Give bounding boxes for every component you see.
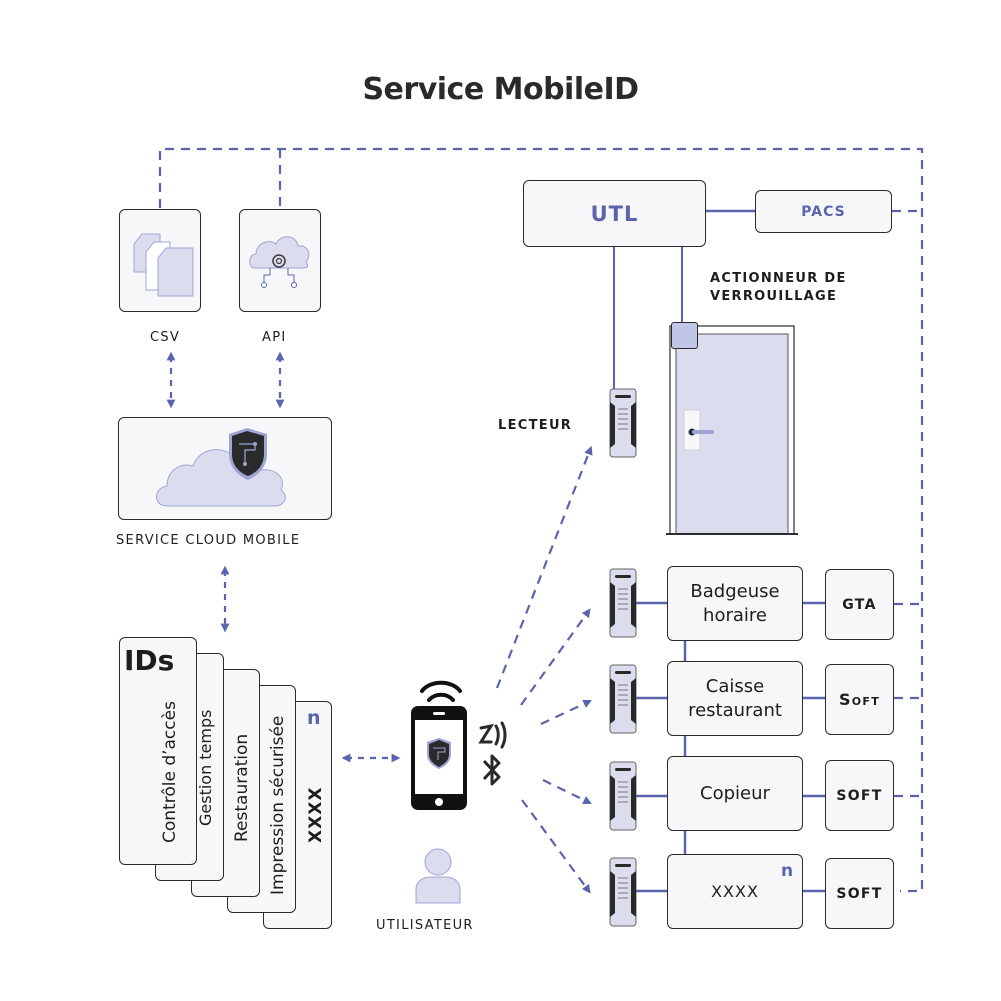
device-caisse-line2: restaurant xyxy=(688,699,782,721)
ids-n-marker: n xyxy=(307,707,321,729)
smartphone-icon xyxy=(411,706,467,810)
phone-to-reader1-arrow xyxy=(520,608,591,706)
documents-icon xyxy=(133,233,194,297)
wifi-icon xyxy=(420,680,462,702)
card-reader-icon xyxy=(609,388,637,458)
utl-box[interactable]: UTL xyxy=(523,180,706,247)
id-card-label-xxxx: XXXX xyxy=(306,786,326,843)
pacs-box[interactable]: PACS xyxy=(755,190,892,233)
utl-label: UTL xyxy=(590,201,639,226)
door-icon xyxy=(666,325,798,535)
id-card-label-restauration: Restauration xyxy=(232,733,252,842)
device-copieur-label: Copieur xyxy=(700,782,770,804)
device-n-marker: n xyxy=(781,861,794,881)
id-card-controle-acces[interactable] xyxy=(119,637,197,865)
bluetooth-icon xyxy=(482,754,501,786)
id-card-label-gestion: Gestion temps xyxy=(196,709,215,826)
card-reader-icon xyxy=(609,857,637,927)
nfc-icon xyxy=(478,721,507,749)
software-gta-label: GTA xyxy=(842,596,877,613)
cloud-gear-icon xyxy=(249,236,310,288)
pacs-label: PACS xyxy=(801,203,846,220)
phone-to-reader2-arrow xyxy=(540,699,592,725)
card-reader-icon xyxy=(609,761,637,831)
dashed-sync-bus xyxy=(158,147,924,893)
software-soft1-box[interactable]: Soft xyxy=(825,664,894,735)
phone-to-reader3-arrow xyxy=(542,779,592,805)
actuator-label-line1: ACTIONNEUR DE xyxy=(710,271,847,286)
user-avatar-icon xyxy=(415,848,461,904)
software-soft3-box[interactable]: SOFT xyxy=(825,858,894,929)
cloud-service-box[interactable] xyxy=(118,417,332,520)
ids-title: IDs xyxy=(124,644,175,677)
device-badgeuse-line2: horaire xyxy=(703,604,767,626)
lock-actuator-icon xyxy=(671,322,698,349)
card-reader-icon xyxy=(609,664,637,734)
device-xxxx-label: XXXX xyxy=(711,881,759,901)
diagram-title: Service MobileID xyxy=(362,72,639,107)
csv-label: CSV xyxy=(150,330,181,345)
device-xxxx-box[interactable]: XXXX xyxy=(667,854,803,929)
id-card-label-impression: Impression sécurisée xyxy=(268,715,288,895)
cloud-shield-icon xyxy=(156,428,286,507)
phone-to-lecteur-arrow xyxy=(495,445,593,689)
user-label: UTILISATEUR xyxy=(376,918,474,933)
software-soft1-label: Soft xyxy=(838,690,881,709)
software-gta-box[interactable]: GTA xyxy=(825,569,894,640)
software-soft2-box[interactable]: SOFT xyxy=(825,760,894,831)
device-caisse-line1: Caisse xyxy=(705,675,765,697)
device-badgeuse-box[interactable]: Badgeuse horaire xyxy=(667,566,803,641)
phone-to-reader4-arrow xyxy=(521,799,591,894)
id-card-label-controle: Contrôle d’accès xyxy=(160,701,180,843)
api-label: API xyxy=(262,330,287,345)
device-caisse-box[interactable]: Caisse restaurant xyxy=(667,661,803,736)
card-reader-icon xyxy=(609,568,637,638)
csv-source-box[interactable] xyxy=(119,209,201,312)
api-source-box[interactable] xyxy=(239,209,321,312)
lecteur-label: LECTEUR xyxy=(498,418,573,433)
actuator-label-line2: VERROUILLAGE xyxy=(710,289,838,304)
user-phone-group xyxy=(411,680,507,810)
device-copieur-box[interactable]: Copieur xyxy=(667,756,803,831)
software-soft2-label: SOFT xyxy=(836,787,883,804)
cloud-service-label: SERVICE CLOUD MOBILE xyxy=(116,533,301,548)
device-badgeuse-line1: Badgeuse xyxy=(690,580,780,602)
software-soft3-label: SOFT xyxy=(836,885,883,902)
